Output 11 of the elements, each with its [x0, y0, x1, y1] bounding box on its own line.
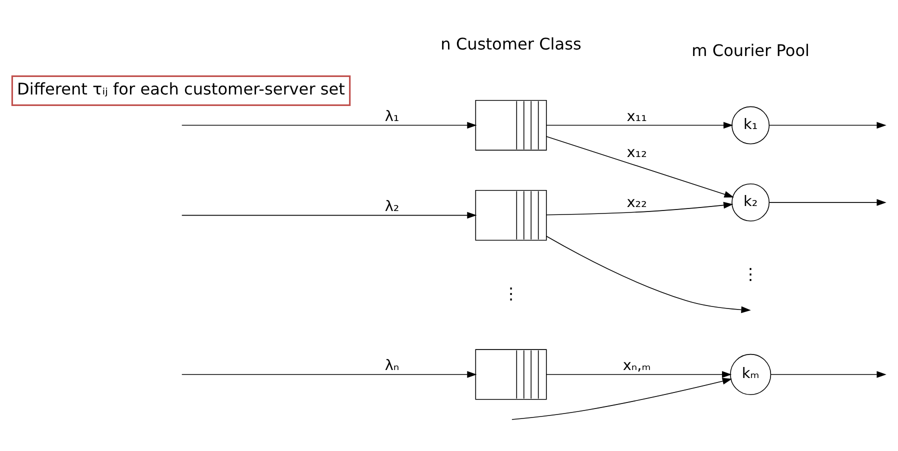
label: ⋮	[742, 264, 759, 284]
edge-label: λ₂	[384, 198, 400, 215]
edge-label: xₙ,ₘ	[622, 358, 651, 374]
label: n Customer Class	[440, 34, 582, 54]
edge-label: λₙ	[384, 358, 400, 374]
edge-label: x₁₁	[626, 108, 647, 125]
label: m Courier Pool	[692, 41, 810, 60]
edge-label: x₁₂	[626, 144, 647, 161]
edge-label: λ₁	[384, 108, 400, 125]
edge-label: x₂₂	[626, 194, 647, 211]
label: ⋮	[502, 284, 520, 303]
